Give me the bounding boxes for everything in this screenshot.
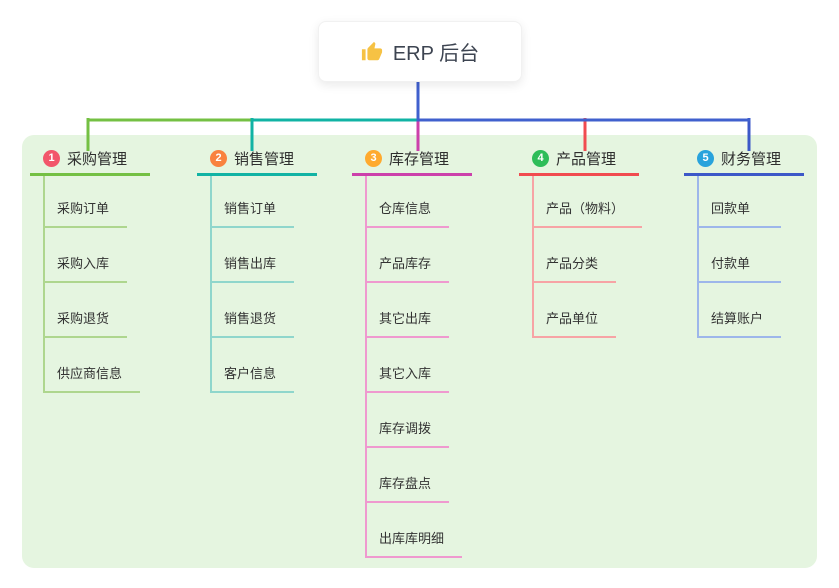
root-node[interactable]: ERP 后台 bbox=[318, 21, 522, 82]
branch-children: 销售订单销售出库销售退货客户信息 bbox=[210, 176, 317, 393]
child-node[interactable]: 产品库存 bbox=[367, 228, 450, 283]
branch-children: 仓库信息产品库存其它出库其它入库库存调拨库存盘点出库库明细 bbox=[365, 176, 472, 558]
child-node-label: 其它出库 bbox=[379, 311, 432, 326]
branch-header[interactable]: 3 库存管理 bbox=[352, 149, 472, 176]
child-node-label: 其它入库 bbox=[379, 366, 432, 381]
branch-header[interactable]: 5 财务管理 bbox=[684, 149, 804, 176]
child-node-label: 销售订单 bbox=[224, 201, 277, 216]
child-node-label: 付款单 bbox=[711, 256, 751, 271]
child-node-label: 产品（物料） bbox=[546, 201, 625, 216]
child-node[interactable]: 销售出库 bbox=[212, 228, 295, 283]
branch-number-badge: 2 bbox=[210, 149, 227, 167]
child-node[interactable]: 结算账户 bbox=[699, 283, 782, 338]
branch-header[interactable]: 1 采购管理 bbox=[30, 149, 150, 176]
child-node-label: 销售出库 bbox=[224, 256, 277, 271]
branches-panel-background bbox=[22, 135, 817, 568]
branch-label: 采购管理 bbox=[67, 150, 128, 168]
branch-children: 产品（物料） 产品分类产品单位 bbox=[532, 176, 643, 338]
branch-number-badge: 3 bbox=[365, 149, 382, 167]
child-node[interactable]: 采购入库 bbox=[45, 228, 128, 283]
branch-label: 产品管理 bbox=[556, 150, 617, 168]
branch-column-1: 1 采购管理采购订单采购入库采购退货供应商信息 bbox=[30, 149, 150, 393]
child-node[interactable]: 供应商信息 bbox=[45, 338, 141, 393]
branch-label: 销售管理 bbox=[234, 150, 295, 168]
branch-label: 财务管理 bbox=[721, 150, 782, 168]
thumbs-up-icon bbox=[361, 41, 383, 63]
child-node-label: 销售退货 bbox=[224, 311, 277, 326]
child-node[interactable]: 付款单 bbox=[699, 228, 781, 283]
branch-children: 回款单付款单结算账户 bbox=[697, 176, 804, 338]
branch-header[interactable]: 2 销售管理 bbox=[197, 149, 317, 176]
child-node-label: 客户信息 bbox=[224, 366, 277, 381]
child-node-label: 回款单 bbox=[711, 201, 751, 216]
child-node-label: 产品库存 bbox=[379, 256, 432, 271]
branch-header[interactable]: 4 产品管理 bbox=[519, 149, 639, 176]
branch-number-badge: 4 bbox=[532, 149, 549, 167]
child-node-label: 采购退货 bbox=[57, 311, 110, 326]
root-label: ERP 后台 bbox=[392, 43, 480, 65]
child-node[interactable]: 客户信息 bbox=[212, 338, 295, 393]
child-node-label: 库存盘点 bbox=[379, 476, 432, 491]
branch-column-4: 4 产品管理产品（物料） 产品分类产品单位 bbox=[519, 149, 643, 338]
branch-column-2: 2 销售管理销售订单销售出库销售退货客户信息 bbox=[197, 149, 317, 393]
child-node[interactable]: 其它入库 bbox=[367, 338, 450, 393]
branch-column-3: 3 库存管理仓库信息产品库存其它出库其它入库库存调拨库存盘点出库库明细 bbox=[352, 149, 472, 558]
child-node[interactable]: 销售订单 bbox=[212, 176, 295, 228]
child-node[interactable]: 出库库明细 bbox=[367, 503, 463, 558]
child-node-label: 仓库信息 bbox=[379, 201, 432, 216]
branch-number-badge: 1 bbox=[43, 149, 60, 167]
branch-number-badge: 5 bbox=[697, 149, 714, 167]
child-node[interactable]: 采购退货 bbox=[45, 283, 128, 338]
child-node[interactable]: 其它出库 bbox=[367, 283, 450, 338]
branch-children: 采购订单采购入库采购退货供应商信息 bbox=[43, 176, 150, 393]
child-node-label: 采购入库 bbox=[57, 256, 110, 271]
child-node[interactable]: 库存盘点 bbox=[367, 448, 450, 503]
branch-column-5: 5 财务管理回款单付款单结算账户 bbox=[684, 149, 804, 338]
child-node-label: 供应商信息 bbox=[57, 366, 123, 381]
child-node-label: 产品分类 bbox=[546, 256, 599, 271]
child-node[interactable]: 产品单位 bbox=[534, 283, 617, 338]
child-node[interactable]: 产品（物料） bbox=[534, 176, 643, 228]
child-node-label: 出库库明细 bbox=[379, 531, 445, 546]
child-node-label: 产品单位 bbox=[546, 311, 599, 326]
child-node[interactable]: 采购订单 bbox=[45, 176, 128, 228]
child-node[interactable]: 销售退货 bbox=[212, 283, 295, 338]
child-node-label: 结算账户 bbox=[711, 311, 764, 326]
child-node[interactable]: 库存调拨 bbox=[367, 393, 450, 448]
child-node[interactable]: 回款单 bbox=[699, 176, 781, 228]
branch-label: 库存管理 bbox=[389, 150, 450, 168]
child-node-label: 库存调拨 bbox=[379, 421, 432, 436]
child-node[interactable]: 仓库信息 bbox=[367, 176, 450, 228]
child-node[interactable]: 产品分类 bbox=[534, 228, 617, 283]
child-node-label: 采购订单 bbox=[57, 201, 110, 216]
